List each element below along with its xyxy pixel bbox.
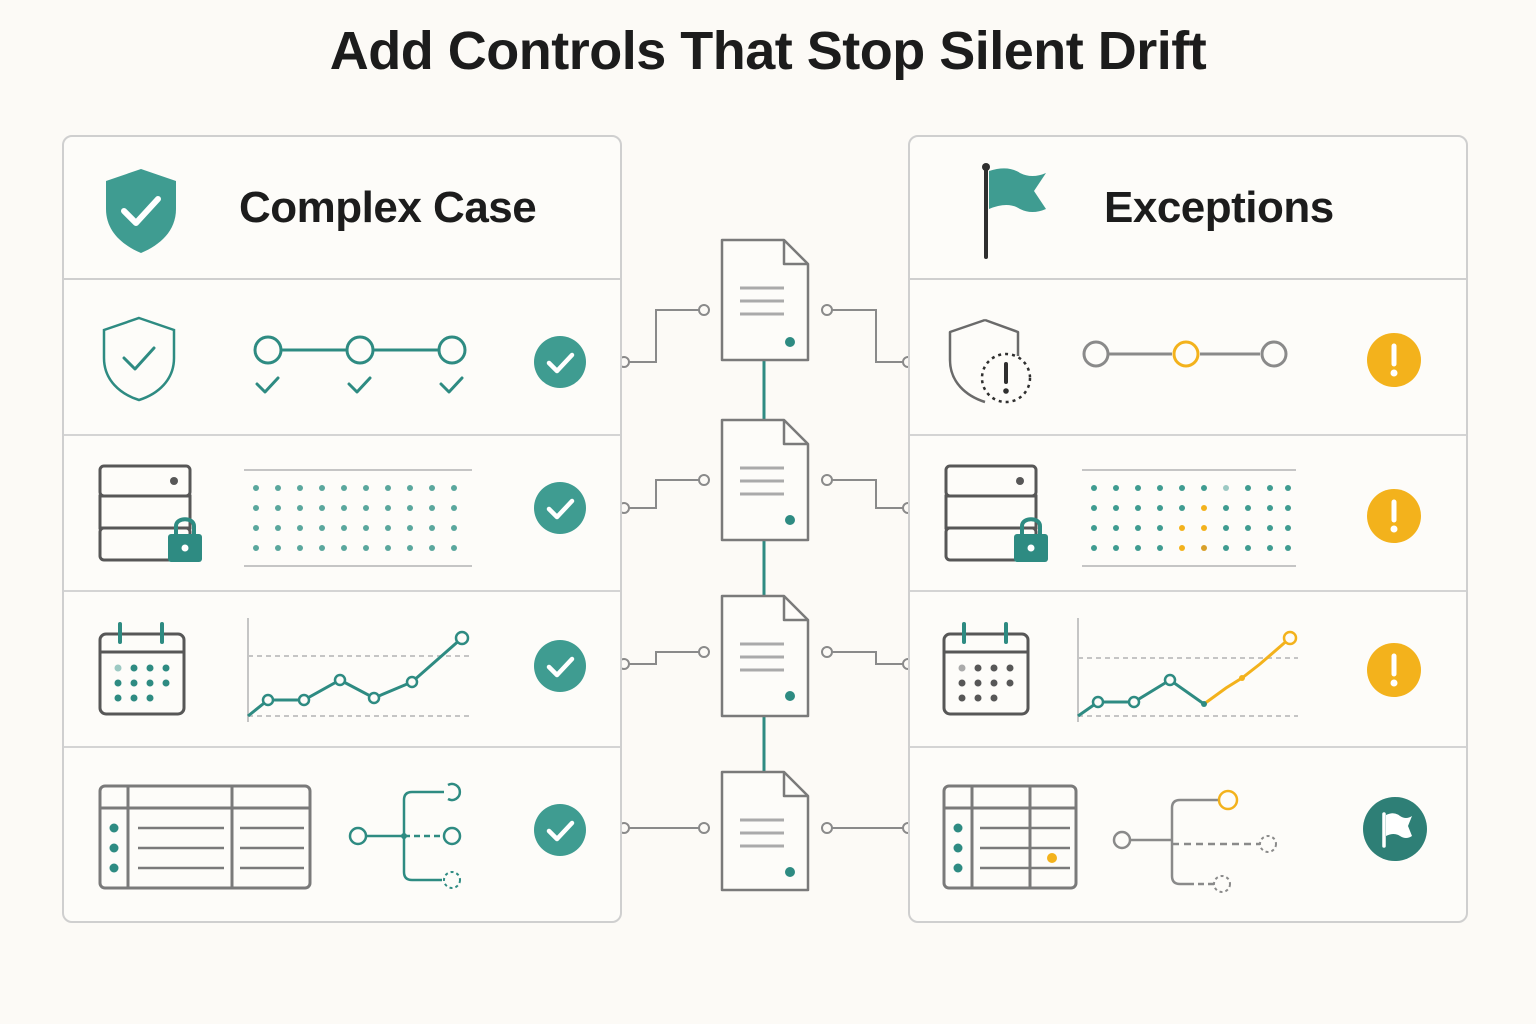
broken-branch-icon <box>1112 789 1277 893</box>
panel-title: Complex Case <box>239 183 537 232</box>
panel-header: Complex Case <box>64 137 620 280</box>
exception-row <box>910 436 1466 592</box>
warning-circle-icon <box>1367 333 1421 387</box>
dot-grid-chart <box>244 469 472 567</box>
document-icon <box>720 238 810 362</box>
control-row <box>64 436 620 592</box>
table-icon <box>98 784 312 890</box>
check-circle-icon <box>534 336 586 388</box>
document-icon <box>720 770 810 892</box>
document-icon <box>720 594 810 718</box>
database-lock-icon <box>98 464 202 562</box>
trend-line-chart <box>247 618 472 722</box>
complex-case-panel: Complex Case <box>62 135 622 923</box>
check-circle-icon <box>534 482 586 534</box>
table-flagged-icon <box>942 784 1078 890</box>
control-row <box>64 280 620 436</box>
step-chain-checked <box>253 335 467 394</box>
flag-icon <box>982 163 1046 259</box>
panel-header: Exceptions <box>910 137 1466 280</box>
drift-line-chart <box>1077 618 1298 722</box>
exceptions-panel: Exceptions <box>908 135 1468 923</box>
page-title: Add Controls That Stop Silent Drift <box>329 21 1207 81</box>
check-circle-icon <box>534 804 586 856</box>
database-lock-icon <box>944 464 1048 562</box>
flag-circle-icon <box>1363 797 1427 861</box>
calendar-icon <box>98 622 186 716</box>
control-row <box>64 748 620 904</box>
step-chain-flagged <box>1082 340 1288 368</box>
branch-tree-icon <box>348 782 462 889</box>
document-icon <box>720 418 810 542</box>
shield-alert-icon <box>948 318 1032 404</box>
exception-row <box>910 748 1466 904</box>
check-circle-icon <box>534 640 586 692</box>
panel-title: Exceptions <box>1104 183 1334 232</box>
exception-row <box>910 592 1466 748</box>
shield-check-icon <box>102 316 176 402</box>
control-row <box>64 592 620 748</box>
exception-row <box>910 280 1466 436</box>
calendar-icon <box>942 622 1030 716</box>
shield-check-icon <box>106 169 176 253</box>
warning-circle-icon <box>1367 643 1421 697</box>
warning-circle-icon <box>1367 489 1421 543</box>
dot-grid-anomaly-chart <box>1082 469 1296 567</box>
